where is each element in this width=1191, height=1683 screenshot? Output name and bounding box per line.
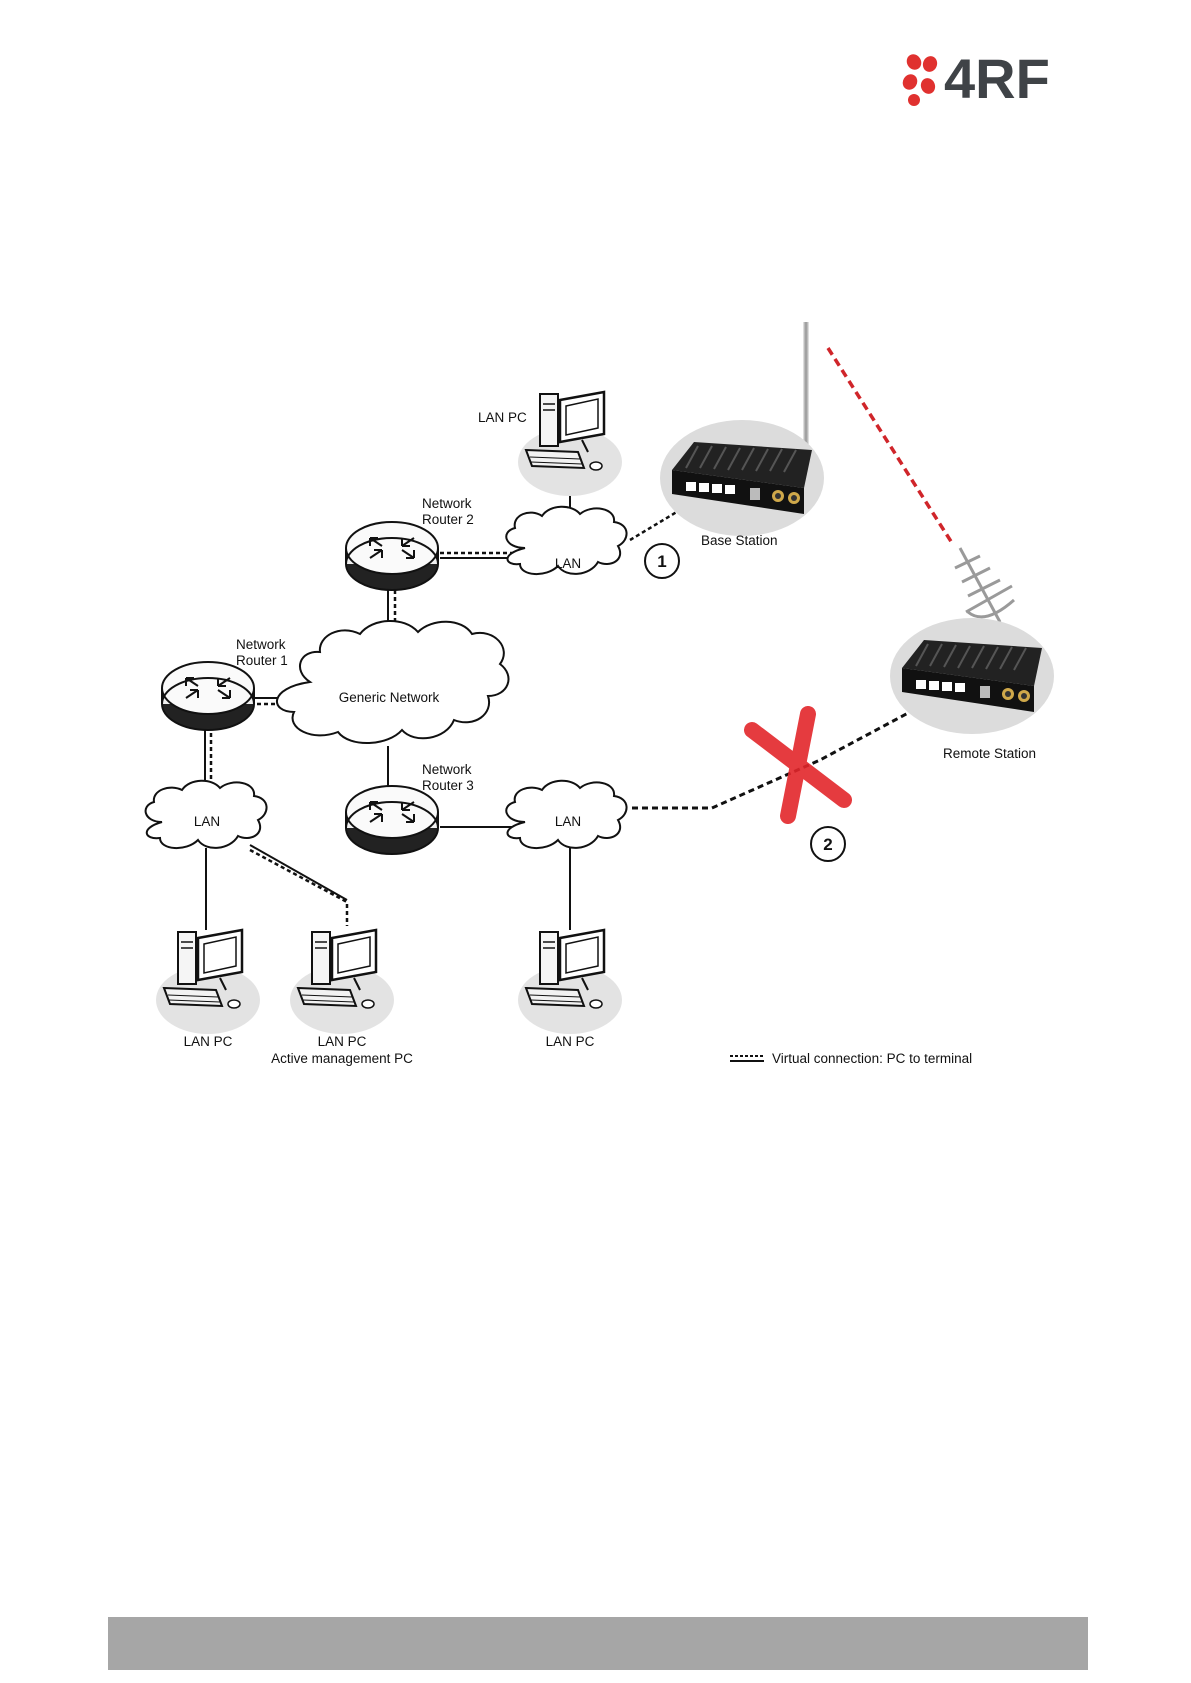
lan-top-label: LAN (555, 556, 581, 571)
router1-label-line2: Router 1 (236, 653, 288, 668)
remote-station-label: Remote Station (943, 746, 1036, 761)
pc-bottom-right-label: LAN PC (546, 1034, 595, 1049)
legend: Virtual connection: PC to terminal (730, 1051, 972, 1066)
lan-left-label: LAN (194, 814, 220, 829)
pc-bottom-mid-label: LAN PC (318, 1034, 367, 1049)
lan-pc-bottom-left-icon (156, 930, 260, 1034)
link-lan-left-to-pc-mid (250, 845, 347, 900)
active-management-pc-icon (290, 930, 394, 1034)
network-router-3-icon (346, 786, 438, 854)
svg-text:2: 2 (823, 835, 832, 854)
lan-mid-label: LAN (555, 814, 581, 829)
link-failure-x-icon (752, 714, 844, 816)
generic-network-label: Generic Network (339, 690, 440, 705)
radio-link-icon (828, 348, 952, 543)
pc-bottom-left-label: LAN PC (184, 1034, 233, 1049)
router3-label-line1: Network (422, 762, 472, 777)
router3-label-line2: Router 3 (422, 778, 474, 793)
legend-label: Virtual connection: PC to terminal (772, 1051, 972, 1066)
network-router-1-icon (162, 662, 254, 730)
base-station-radio-icon (660, 420, 824, 536)
lan-pc-bottom-right-icon (518, 930, 622, 1034)
lan-pc-top-icon (518, 392, 622, 496)
base-station-label: Base Station (701, 533, 778, 548)
router2-label-line1: Network (422, 496, 472, 511)
lan-pc-top-label: LAN PC (478, 410, 527, 425)
network-router-2-icon (346, 522, 438, 590)
remote-yagi-antenna-icon (955, 548, 1014, 622)
router1-label-line1: Network (236, 637, 286, 652)
footer-bar (108, 1617, 1088, 1670)
remote-station-radio-icon (890, 618, 1054, 734)
marker-2: 2 (811, 827, 845, 861)
marker-1: 1 (645, 544, 679, 578)
virtual-link-to-remote (632, 712, 910, 808)
svg-text:1: 1 (657, 552, 666, 571)
router2-label-line2: Router 2 (422, 512, 474, 527)
generic-network-cloud (277, 621, 509, 743)
active-management-pc-label: Active management PC (271, 1051, 413, 1066)
